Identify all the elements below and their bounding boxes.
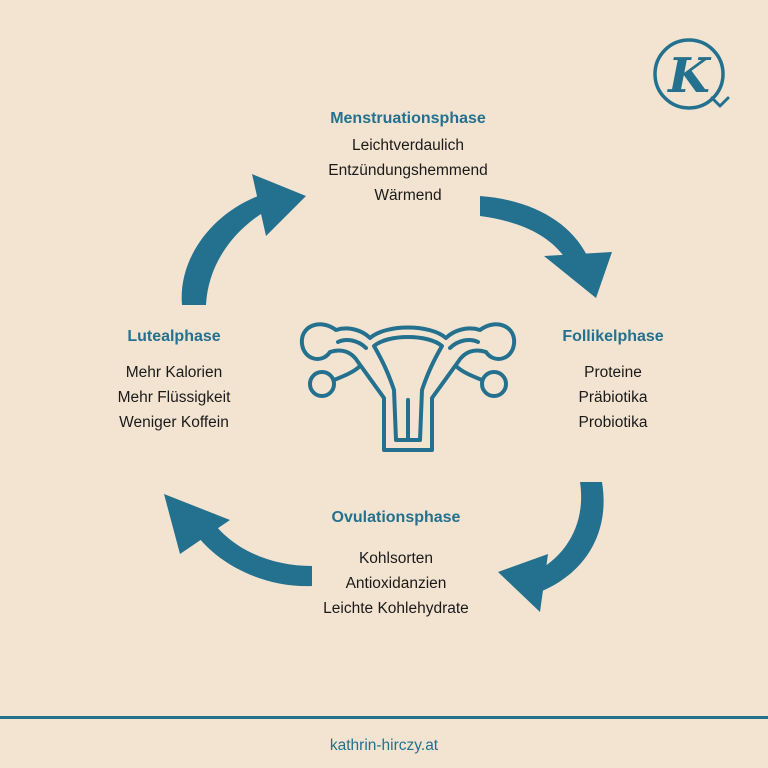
follicular-title: Follikelphase [562, 328, 664, 345]
follicular-items: Proteine Präbiotika Probiotika [533, 360, 693, 435]
menstruation-items: Leichtverdaulich Entzündungshemmend Wärm… [258, 133, 558, 208]
follicular-item: Präbiotika [578, 389, 648, 406]
luteal-item: Weniger Koffein [119, 414, 229, 431]
menstruation-item: Wärmend [374, 187, 442, 204]
follicular-item: Probiotika [578, 414, 648, 431]
footer-divider [0, 716, 768, 719]
ovulation-item: Antioxidanzien [345, 575, 447, 592]
luteal-item: Mehr Kalorien [125, 364, 223, 381]
ovulation-items: Kohlsorten Antioxidanzien Leichte Kohleh… [246, 546, 546, 621]
ovulation-item: Kohlsorten [358, 550, 434, 567]
menstruation-item: Entzündungshemmend [328, 162, 488, 179]
uterus-icon [299, 322, 517, 452]
luteal-items: Mehr Kalorien Mehr Flüssigkeit Weniger K… [84, 360, 264, 435]
follicular-item: Proteine [584, 364, 642, 381]
menstruation-item: Leichtverdaulich [351, 137, 464, 154]
footer-website-link[interactable]: kathrin-hirczy.at [329, 737, 439, 754]
luteal-item: Mehr Flüssigkeit [117, 389, 231, 406]
ovulation-item: Leichte Kohlehydrate [323, 600, 469, 617]
arrow-follicular-to-ovulation [498, 482, 604, 612]
arrow-ovulation-to-luteal [164, 494, 312, 587]
menstruation-title: Menstruationsphase [330, 110, 486, 127]
ovulation-title: Ovulationsphase [331, 509, 461, 526]
arrow-menstruation-to-follicular [480, 196, 612, 298]
k-logo-icon: K [653, 38, 730, 110]
arrow-luteal-to-menstruation [181, 174, 306, 305]
logo-letter: K [666, 48, 712, 104]
luteal-title: Lutealphase [127, 328, 221, 345]
